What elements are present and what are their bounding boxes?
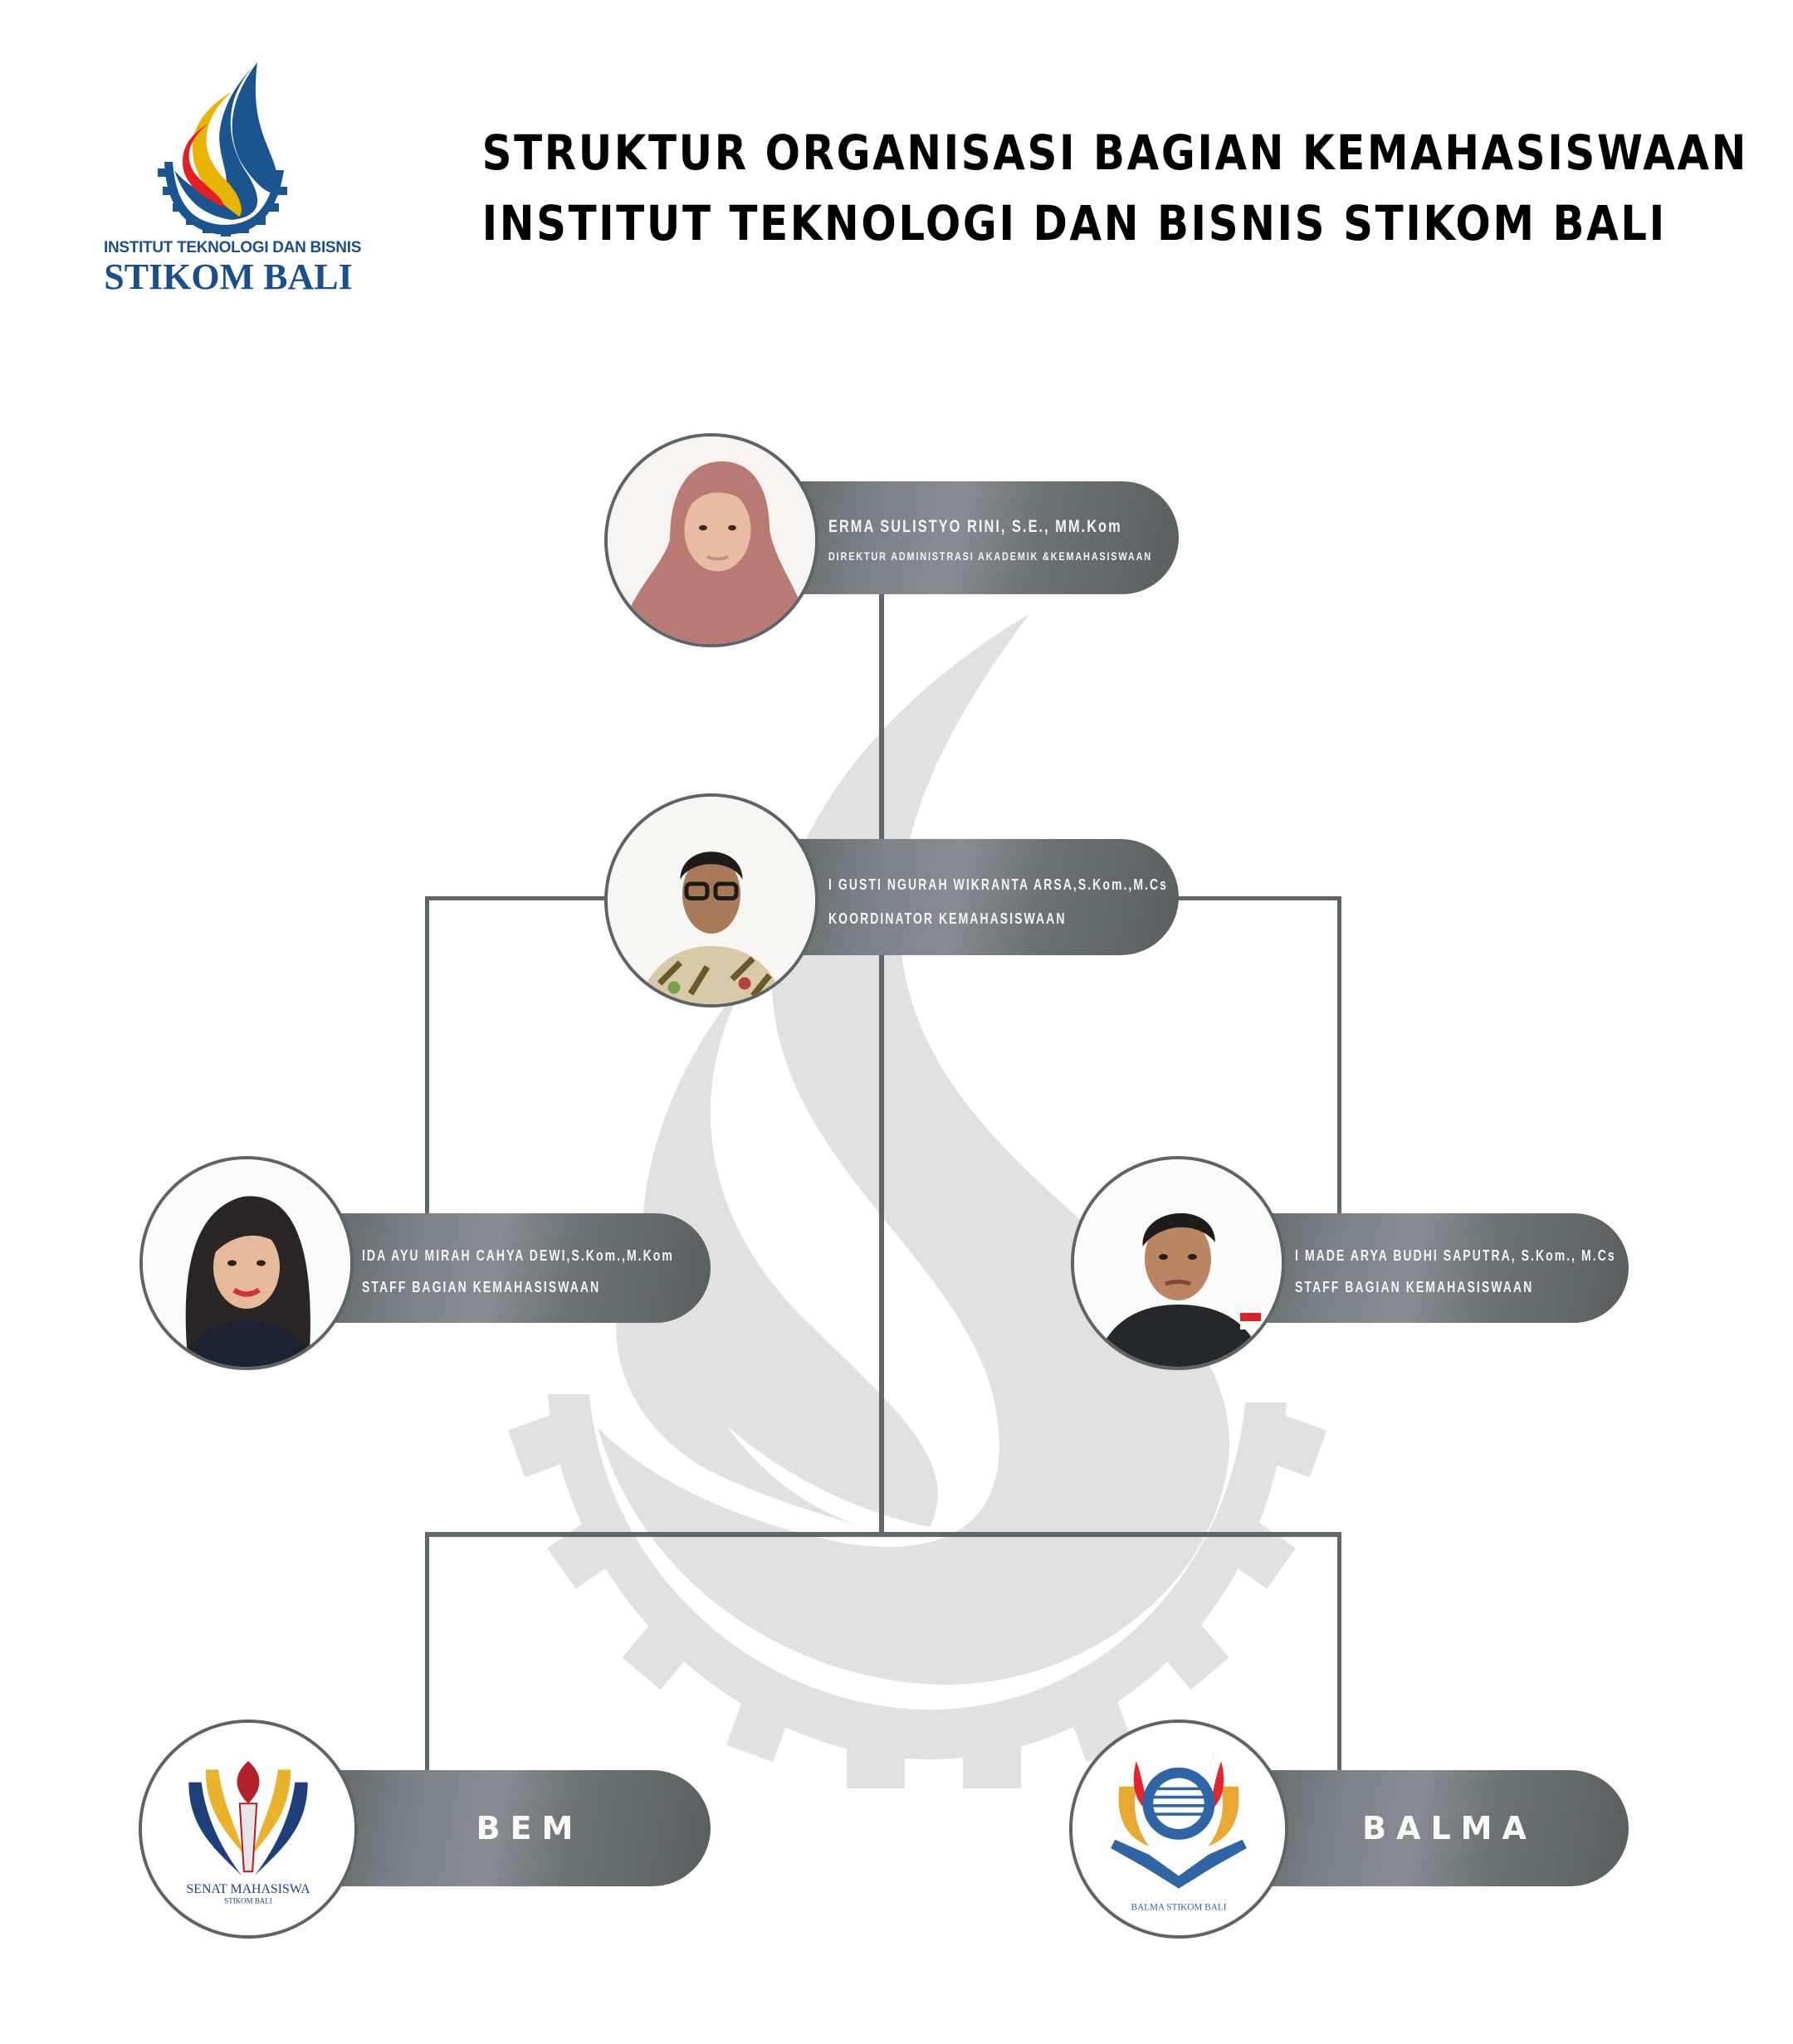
node-balma-logo: BALMA STIKOM BALI [1069, 1720, 1288, 1939]
person-photo-hijab-woman-icon [608, 437, 815, 644]
senat-mahasiswa-logo-icon: SENAT MAHASISWA STIKOM BALI [142, 1723, 354, 1935]
connector-staff-left-vertical [425, 896, 429, 1216]
node-coordinator-label: I GUSTI NGURAH WIKRANTA ARSA,S.Kom.,M.Cs… [772, 839, 1179, 955]
node-staff-right-photo [1071, 1156, 1285, 1370]
node-director-name: ERMA SULISTYO RINI, S.E., MM.Kom [828, 517, 1122, 536]
node-staff-right-name: I MADE ARYA BUDHI SAPUTRA, S.Kom., M.Cs [1295, 1247, 1616, 1264]
connector-balma-vertical [1337, 1532, 1341, 1773]
svg-text:STIKOM BALI: STIKOM BALI [224, 1897, 271, 1905]
node-balma-text: BALMA [1362, 1810, 1537, 1846]
page-title-line1: STRUKTUR ORGANISASI BAGIAN KEMAHASISWAAN [481, 124, 1748, 181]
svg-text:BALMA STIKOM BALI: BALMA STIKOM BALI [1131, 1902, 1226, 1912]
svg-text:SENAT MAHASISWA: SENAT MAHASISWA [186, 1882, 310, 1896]
node-staff-right-role: STAFF BAGIAN KEMAHASISWAAN [1295, 1279, 1534, 1295]
person-photo-woman-long-hair-icon [143, 1159, 350, 1367]
person-photo-man-glasses-icon [608, 797, 815, 1004]
connector-org-horizontal [425, 1532, 1341, 1537]
node-bem-logo: SENAT MAHASISWA STIKOM BALI [139, 1720, 358, 1939]
node-balma-label: BALMA [1237, 1770, 1629, 1886]
page-title-line2: INSTITUT TEKNOLOGI DAN BISNIS STIKOM BAL… [481, 195, 1667, 251]
connector-director-to-groups [879, 594, 884, 1537]
node-coordinator-photo [604, 793, 818, 1007]
node-staff-right-label: I MADE ARYA BUDHI SAPUTRA, S.Kom., M.Cs … [1237, 1213, 1629, 1323]
person-photo-man-black-shirt-icon [1074, 1159, 1282, 1367]
node-bem-text: BEM [476, 1810, 584, 1846]
stikom-bali-logo-icon [158, 62, 287, 237]
node-coordinator-role: KOORDINATOR KEMAHASISWAAN [828, 910, 1067, 927]
node-staff-left-label: IDA AYU MIRAH CAHYA DEWI,S.Kom.,M.Kom ST… [315, 1213, 711, 1323]
node-director-role: DIREKTUR ADMINISTRASI AKADEMIK &KEMAHASI… [828, 549, 1152, 563]
node-staff-left-name: IDA AYU MIRAH CAHYA DEWI,S.Kom.,M.Kom [362, 1247, 674, 1264]
connector-staff-right-vertical [1337, 896, 1341, 1216]
connector-bem-vertical [425, 1532, 429, 1773]
node-bem-label: BEM [315, 1770, 711, 1886]
node-director-photo [604, 433, 818, 647]
logo-text-line2: STIKOM BALI [104, 256, 353, 297]
logo-text-line1: INSTITUT TEKNOLOGI DAN BISNIS [104, 239, 362, 256]
balma-logo-icon: BALMA STIKOM BALI [1072, 1723, 1285, 1935]
node-staff-left-photo [139, 1156, 354, 1370]
node-director-label: ERMA SULISTYO RINI, S.E., MM.Kom DIREKTU… [772, 481, 1179, 594]
node-coordinator-name: I GUSTI NGURAH WIKRANTA ARSA,S.Kom.,M.Cs [828, 876, 1168, 893]
node-staff-left-role: STAFF BAGIAN KEMAHASISWAAN [362, 1279, 601, 1295]
